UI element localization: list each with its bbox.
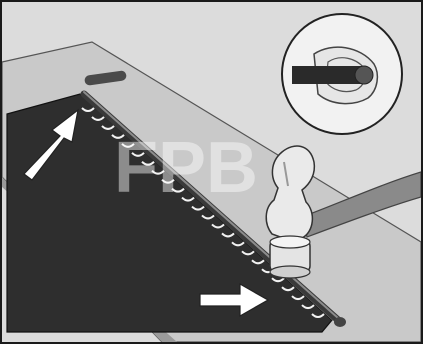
hammer-icon	[266, 146, 314, 278]
hemming-illustration: FPB	[2, 2, 421, 342]
detail-inset-icon	[282, 14, 402, 134]
watermark-text: FPB	[114, 128, 258, 208]
